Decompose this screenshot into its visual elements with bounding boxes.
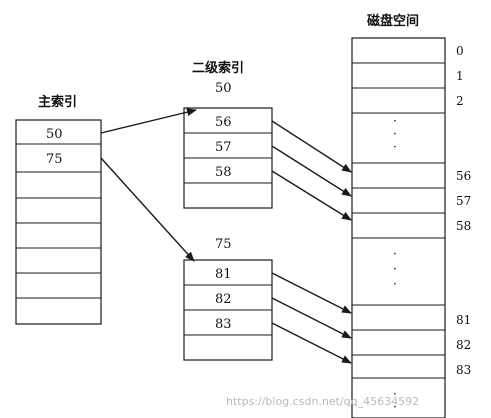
disk-block-83: 83 [456,363,471,377]
disk-block-2: 2 [456,94,464,108]
disk-block-0: 0 [456,44,464,58]
disk-block-56: 56 [456,169,471,183]
disk-ellipsis-2a: · [393,247,397,261]
disk-ellipsis-2c: · [393,277,397,291]
primary-index-table [15,119,102,325]
disk-ellipsis-1b: · [393,127,397,141]
secondary-1-entry-56: 56 [215,115,232,130]
secondary-1-entry-57: 57 [215,140,232,155]
primary-entry-50: 50 [46,127,63,142]
disk-space-title: 磁盘空间 [367,13,419,29]
arrow-58 [271,170,352,221]
disk-ellipsis-3b: · [393,400,397,414]
secondary-2-entry-83: 83 [215,317,232,332]
disk-ellipsis-1c: · [393,140,397,154]
secondary-index-1-table [183,107,273,209]
primary-index-title: 主索引 [38,94,77,110]
arrow-primary-75 [100,157,195,262]
arrow-56 [271,120,352,173]
arrow-57 [271,145,352,197]
pointer-arrows [100,108,352,364]
watermark-text: https://blog.csdn.net/qq_45634592 [226,395,419,408]
disk-block-1: 1 [456,69,464,83]
secondary-index-1-header: 50 [215,81,232,96]
arrow-primary-50 [100,108,197,134]
secondary-index-2-table [183,259,273,361]
disk-ellipsis-2b: · [393,262,397,276]
disk-block-81: 81 [456,313,471,327]
secondary-1-entry-58: 58 [215,165,232,180]
secondary-2-entry-82: 82 [215,292,232,307]
disk-ellipsis-3a: · [393,387,397,401]
secondary-index-title: 二级索引 [192,60,244,76]
disk-block-58: 58 [456,219,471,233]
arrow-83 [271,322,352,364]
arrow-82 [271,297,352,339]
disk-block-57: 57 [456,194,471,208]
primary-entry-75: 75 [46,152,63,167]
disk-space-column [351,37,446,418]
disk-ellipsis-1a: · [393,114,397,128]
arrow-81 [271,272,352,314]
secondary-index-2-header: 75 [215,237,232,252]
disk-block-82: 82 [456,338,471,352]
secondary-2-entry-81: 81 [215,267,232,282]
